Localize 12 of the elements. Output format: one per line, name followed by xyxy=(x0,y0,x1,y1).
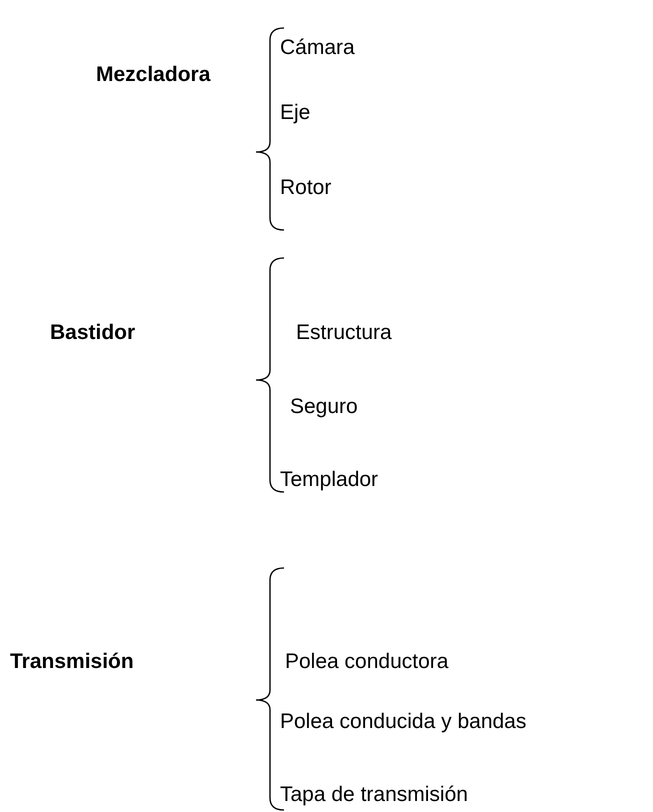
part-name: Tapa de transmisión xyxy=(280,782,468,808)
part-name: Polea conducida y bandas xyxy=(280,709,526,735)
part-name: Eje xyxy=(280,100,310,126)
part-name: Templador xyxy=(280,467,378,493)
group-heading: Bastidor xyxy=(50,320,136,346)
group-heading: Mezcladora xyxy=(96,62,210,88)
part-name: Rotor xyxy=(280,175,332,201)
part-name: Polea conductora xyxy=(285,649,448,675)
part-name: Seguro xyxy=(290,394,358,420)
part-name: Cámara xyxy=(280,35,355,61)
part-name: Estructura xyxy=(296,320,392,346)
group-heading: Transmisión xyxy=(10,649,134,675)
